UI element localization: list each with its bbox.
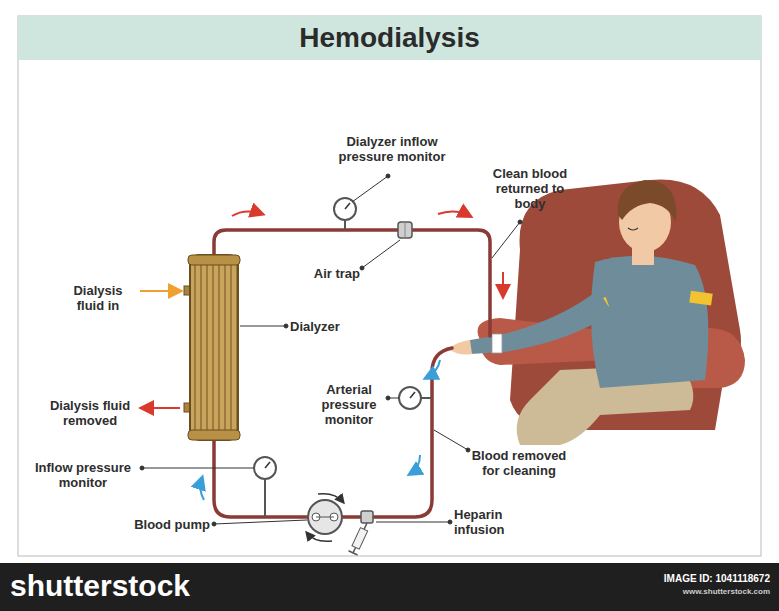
part-label: Dialyzer inflow pressure monitor [322,134,462,164]
watermark: www.shutterstock.com [560,587,770,596]
part-label: Arterial pressure monitor [312,382,386,427]
part-label: Blood pump [118,517,210,532]
part-label: Heparin infusion [454,507,534,537]
part-label: Dialysis fluid in [58,283,138,313]
watermark: IMAGE ID: 1041118672 [560,573,770,585]
part-label: Blood removed for cleaning [468,448,570,478]
part-label: Dialysis fluid removed [38,398,142,428]
diagram-title: Hemodialysis [18,21,761,55]
part-label: Clean blood returned to body [480,166,580,211]
part-label: Dialyzer [290,319,370,334]
watermark: shutterstock [10,568,270,603]
part-label: Air trap [300,266,360,281]
part-label: Inflow pressure monitor [26,460,140,490]
